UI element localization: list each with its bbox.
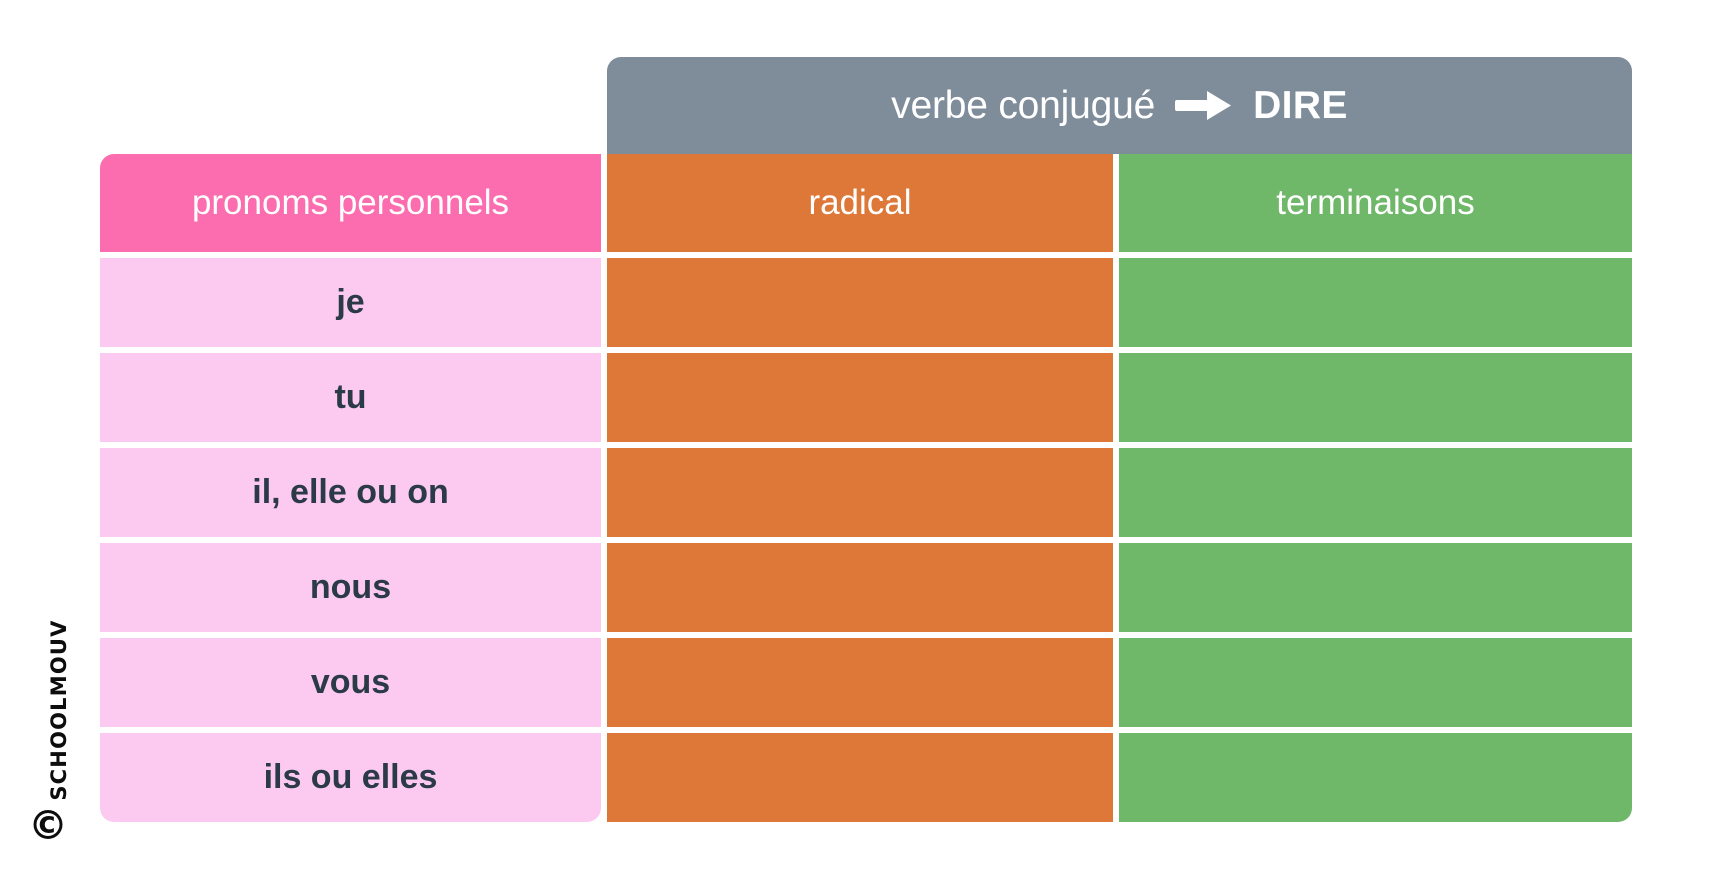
column-gutter xyxy=(601,638,607,727)
table-grid: pronoms personnels radical terminaisons … xyxy=(100,154,1632,825)
row-gutter xyxy=(100,727,1632,733)
verb-banner-label: verbe conjugué xyxy=(891,83,1156,127)
table-row-radical-blank[interactable] xyxy=(607,353,1113,442)
table-row-terminaison-blank[interactable] xyxy=(1119,353,1632,442)
column-gutter xyxy=(601,543,607,632)
table-row-radical-blank[interactable] xyxy=(607,733,1113,822)
column-gutter xyxy=(1113,638,1119,727)
table-row-pronoun: vous xyxy=(100,638,601,727)
column-gutter xyxy=(601,154,607,252)
column-header-terminaisons: terminaisons xyxy=(1119,154,1632,252)
table-row-terminaison-blank[interactable] xyxy=(1119,448,1632,537)
table-row-terminaison-blank[interactable] xyxy=(1119,638,1632,727)
row-gutter xyxy=(100,347,1632,353)
column-gutter xyxy=(1113,543,1119,632)
table-row-radical-blank[interactable] xyxy=(607,543,1113,632)
copyright-icon: © xyxy=(28,803,68,849)
column-gutter xyxy=(1113,448,1119,537)
row-gutter xyxy=(100,252,1632,258)
column-gutter xyxy=(601,733,607,822)
row-gutter xyxy=(100,442,1632,448)
table-row-pronoun: je xyxy=(100,258,601,347)
column-gutter xyxy=(1113,733,1119,822)
column-gutter xyxy=(1113,154,1119,252)
table-row-pronoun: ils ou elles xyxy=(100,733,601,822)
watermark-label: SCHOOLMOUV xyxy=(47,619,71,801)
right-arrow-icon xyxy=(1175,89,1233,123)
column-gutter xyxy=(601,353,607,442)
table-row-radical-blank[interactable] xyxy=(607,448,1113,537)
table-row-radical-blank[interactable] xyxy=(607,638,1113,727)
column-gutter xyxy=(601,258,607,347)
column-header-radical: radical xyxy=(607,154,1113,252)
verb-name: DIRE xyxy=(1253,83,1348,127)
column-gutter xyxy=(601,448,607,537)
row-gutter xyxy=(100,632,1632,638)
column-gutter xyxy=(1113,258,1119,347)
conjugation-table: verbe conjugué DIRE pronoms personnels r… xyxy=(100,57,1632,825)
table-row-terminaison-blank[interactable] xyxy=(1119,733,1632,822)
schoolmouv-watermark: SCHOOLMOUV © xyxy=(22,619,71,850)
verb-banner: verbe conjugué DIRE xyxy=(607,57,1632,154)
column-header-pronouns: pronoms personnels xyxy=(100,154,601,252)
table-row-radical-blank[interactable] xyxy=(607,258,1113,347)
row-gutter xyxy=(100,537,1632,543)
table-row-pronoun: nous xyxy=(100,543,601,632)
column-gutter xyxy=(1113,353,1119,442)
table-row-terminaison-blank[interactable] xyxy=(1119,258,1632,347)
table-row-terminaison-blank[interactable] xyxy=(1119,543,1632,632)
table-row-pronoun: il, elle ou on xyxy=(100,448,601,537)
table-row-pronoun: tu xyxy=(100,353,601,442)
